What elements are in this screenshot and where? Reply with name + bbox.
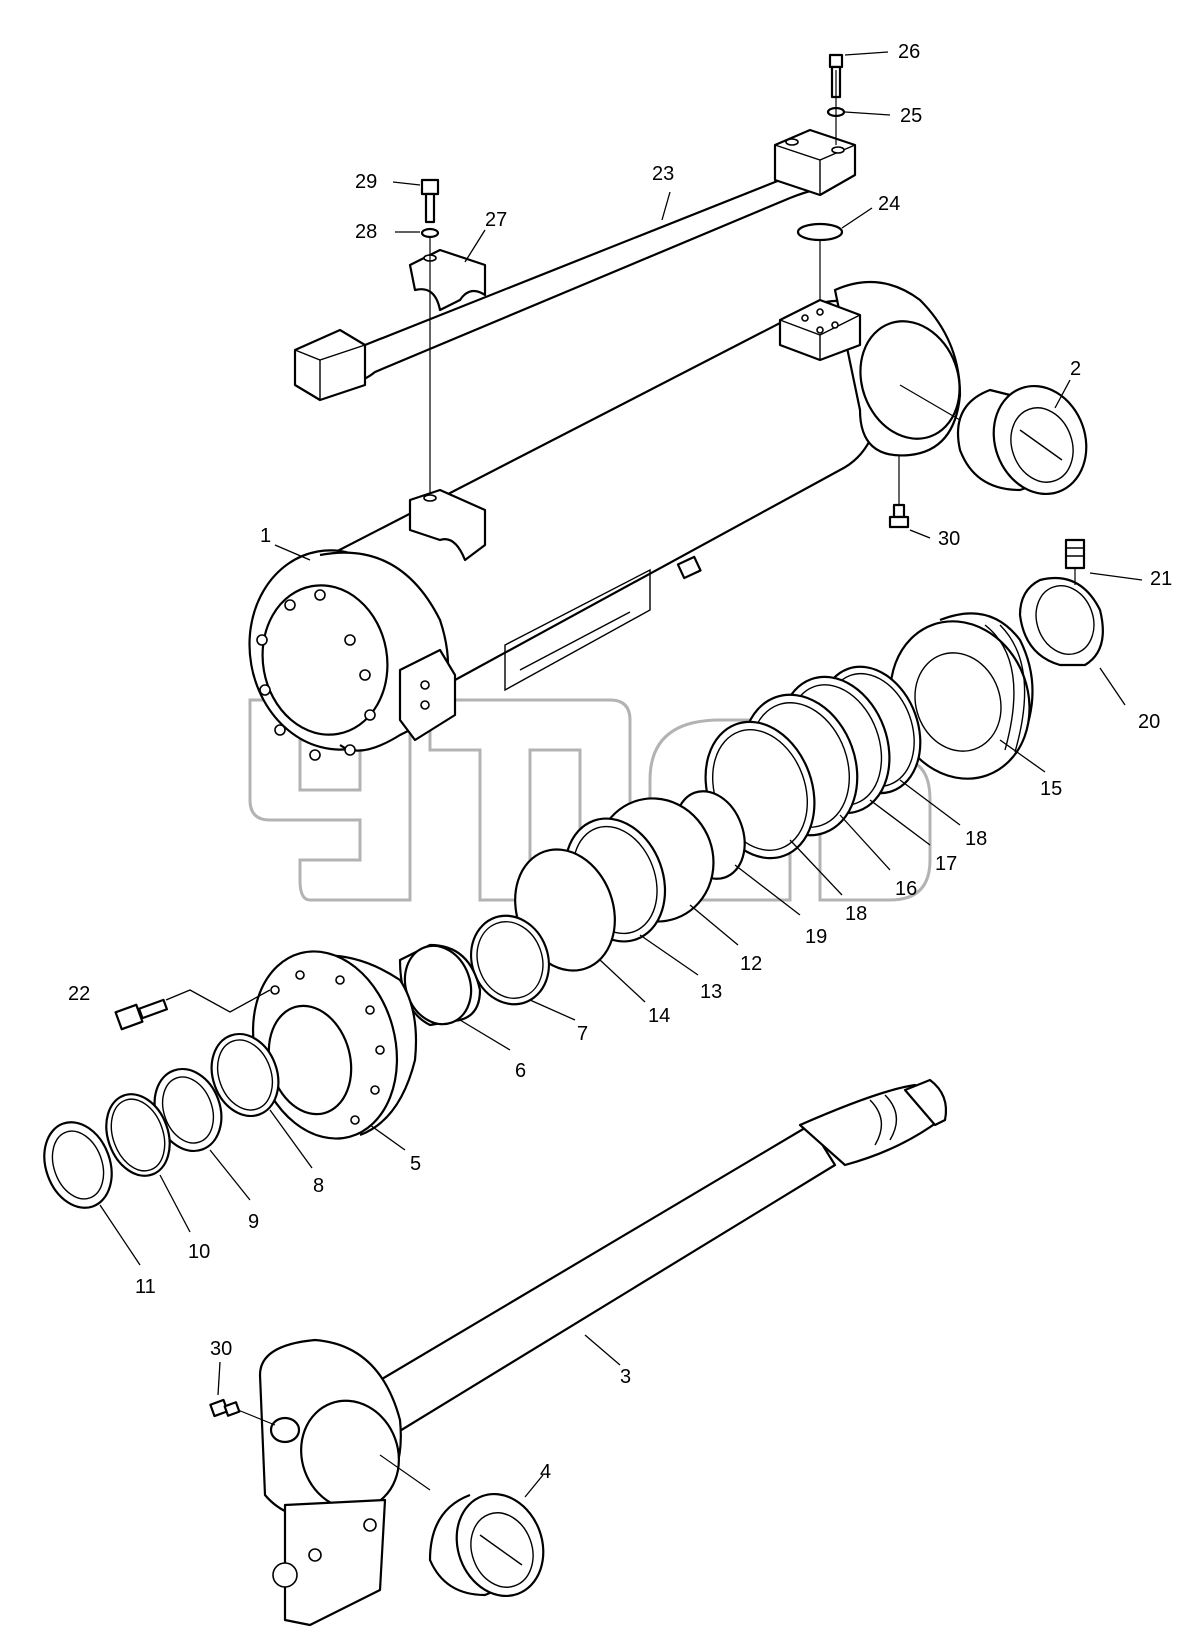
callout-30-top: 30 — [938, 528, 960, 550]
part-3-piston-rod — [258, 1078, 948, 1627]
part-24-o-ring — [796, 222, 844, 242]
head-bolt-holes — [256, 589, 376, 761]
part-22-bolt — [114, 989, 271, 1031]
part-2-bushing — [899, 384, 1088, 496]
callout-1: 1 — [260, 525, 271, 547]
part-30-grease-nipple-top — [888, 455, 910, 529]
part-21-set-screw — [1064, 538, 1086, 570]
part-5-gland — [251, 950, 418, 1140]
callout-12: 12 — [740, 953, 762, 975]
callout-29: 29 — [355, 171, 377, 193]
callout-24: 24 — [878, 193, 900, 215]
callout-15: 15 — [1040, 778, 1062, 800]
callout-19: 19 — [805, 926, 827, 948]
part-24-flange-block — [773, 128, 857, 242]
callout-18-top: 18 — [965, 828, 987, 850]
leader-lines — [99, 51, 1143, 1498]
callout-16: 16 — [895, 878, 917, 900]
part-30-grease-nipple-bottom — [209, 1398, 276, 1426]
part-8-ring — [210, 1032, 280, 1118]
callout-30-bottom: 30 — [210, 1338, 232, 1360]
part-6-bushing — [398, 943, 482, 1027]
callout-23: 23 — [652, 163, 674, 185]
callout-27: 27 — [485, 209, 507, 231]
part-4-bushing — [428, 1492, 545, 1598]
part-11-seal — [43, 1121, 113, 1209]
callout-25: 25 — [900, 105, 922, 127]
part-10-ring — [105, 1093, 171, 1177]
callout-17: 17 — [935, 853, 957, 875]
callout-11: 11 — [135, 1276, 156, 1298]
callout-26: 26 — [898, 41, 920, 63]
callout-9: 9 — [248, 1211, 259, 1233]
callout-10: 10 — [188, 1241, 210, 1263]
callout-4: 4 — [540, 1461, 551, 1483]
callout-6: 6 — [515, 1060, 526, 1082]
callout-3: 3 — [620, 1366, 631, 1388]
callout-22: 22 — [68, 983, 90, 1005]
callout-21: 21 — [1150, 568, 1172, 590]
part-29-bolt — [420, 178, 440, 224]
callout-13: 13 — [700, 981, 722, 1003]
callout-14: 14 — [648, 1005, 670, 1027]
callout-28: 28 — [355, 221, 377, 243]
callout-7: 7 — [577, 1023, 588, 1045]
callout-18-bottom: 18 — [845, 903, 867, 925]
part-15-piston — [889, 612, 1034, 780]
callout-5: 5 — [410, 1153, 421, 1175]
part-23-pipe — [293, 173, 817, 402]
callout-8: 8 — [313, 1175, 324, 1197]
part-20-nut — [1018, 568, 1104, 667]
part-28-washer — [420, 227, 440, 239]
callout-20: 20 — [1138, 711, 1160, 733]
callout-2: 2 — [1070, 358, 1081, 380]
part-1-cylinder-tube — [248, 280, 962, 761]
callout-labels: 26 25 24 23 29 28 27 2 30 1 21 20 15 18 … — [68, 41, 1172, 1483]
gland-bolt-holes — [270, 970, 385, 1125]
